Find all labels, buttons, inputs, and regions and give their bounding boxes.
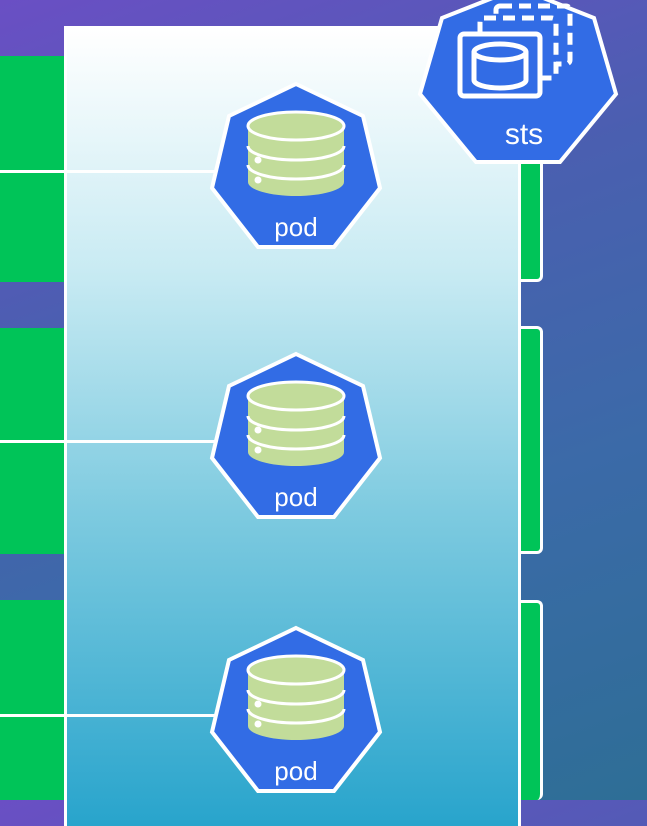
database-icon	[246, 380, 346, 466]
left-green-divider	[0, 170, 64, 173]
left-green-block	[0, 56, 64, 282]
left-green-divider	[0, 714, 64, 717]
pod-connector	[64, 170, 224, 173]
left-green-divider	[0, 440, 64, 443]
left-green-block	[0, 600, 64, 800]
right-green-bar	[521, 326, 543, 554]
stacked-database-icon	[457, 3, 573, 99]
pod-node[interactable]: pod	[206, 625, 386, 802]
pod-label: pod	[274, 756, 317, 786]
statefulset-label: sts	[505, 118, 543, 151]
statefulset-node[interactable]: sts	[410, 0, 626, 172]
pod-connector	[64, 440, 224, 443]
pod-label: pod	[274, 482, 317, 512]
pod-label: pod	[274, 212, 317, 242]
pod-node[interactable]: pod	[206, 351, 386, 528]
database-icon	[246, 654, 346, 740]
pod-node[interactable]: pod	[206, 81, 386, 258]
right-green-bar	[521, 600, 543, 800]
database-icon	[246, 110, 346, 196]
pod-connector	[64, 714, 224, 717]
